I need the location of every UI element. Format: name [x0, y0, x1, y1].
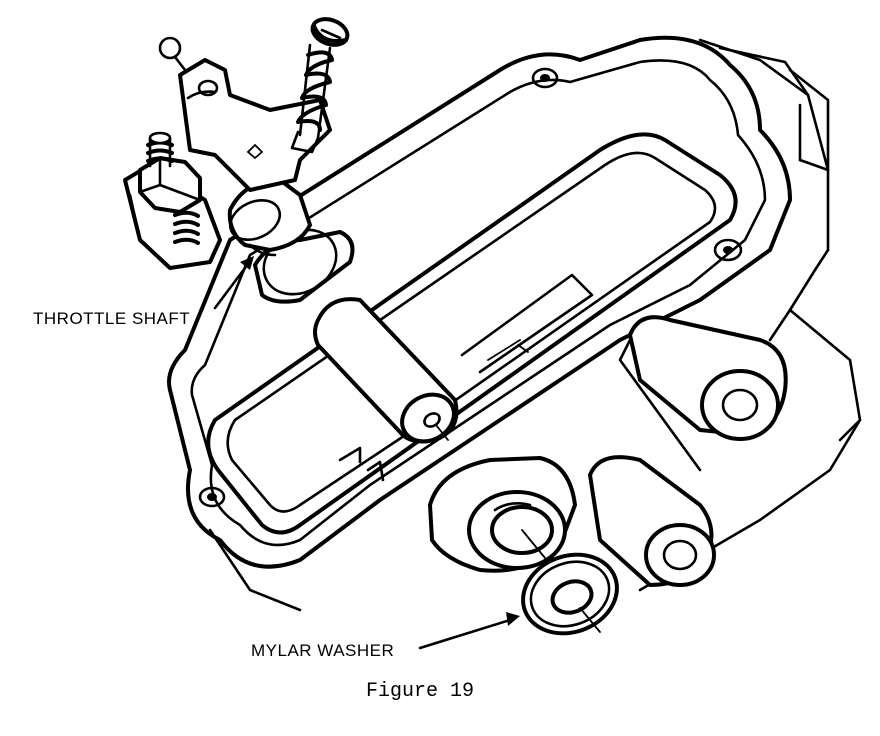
throttle-lever [158, 36, 332, 192]
adjust-screw [290, 17, 350, 154]
throttle-shaft-label: THROTTLE SHAFT [33, 309, 191, 328]
cover-flange [167, 35, 792, 569]
housing-side [208, 38, 862, 612]
throttle-roller [313, 297, 459, 444]
mylar-washer-label: MYLAR WASHER [251, 641, 395, 660]
figure-caption: Figure 19 [366, 680, 475, 703]
cover-recess [206, 132, 738, 535]
mounting-holes [198, 67, 743, 508]
ports [428, 315, 788, 587]
throttle-shaft [227, 178, 355, 304]
stud-and-nut [123, 131, 222, 270]
mylar-washer [521, 529, 619, 636]
recess-details [338, 273, 594, 482]
leader-arrows [213, 256, 520, 650]
